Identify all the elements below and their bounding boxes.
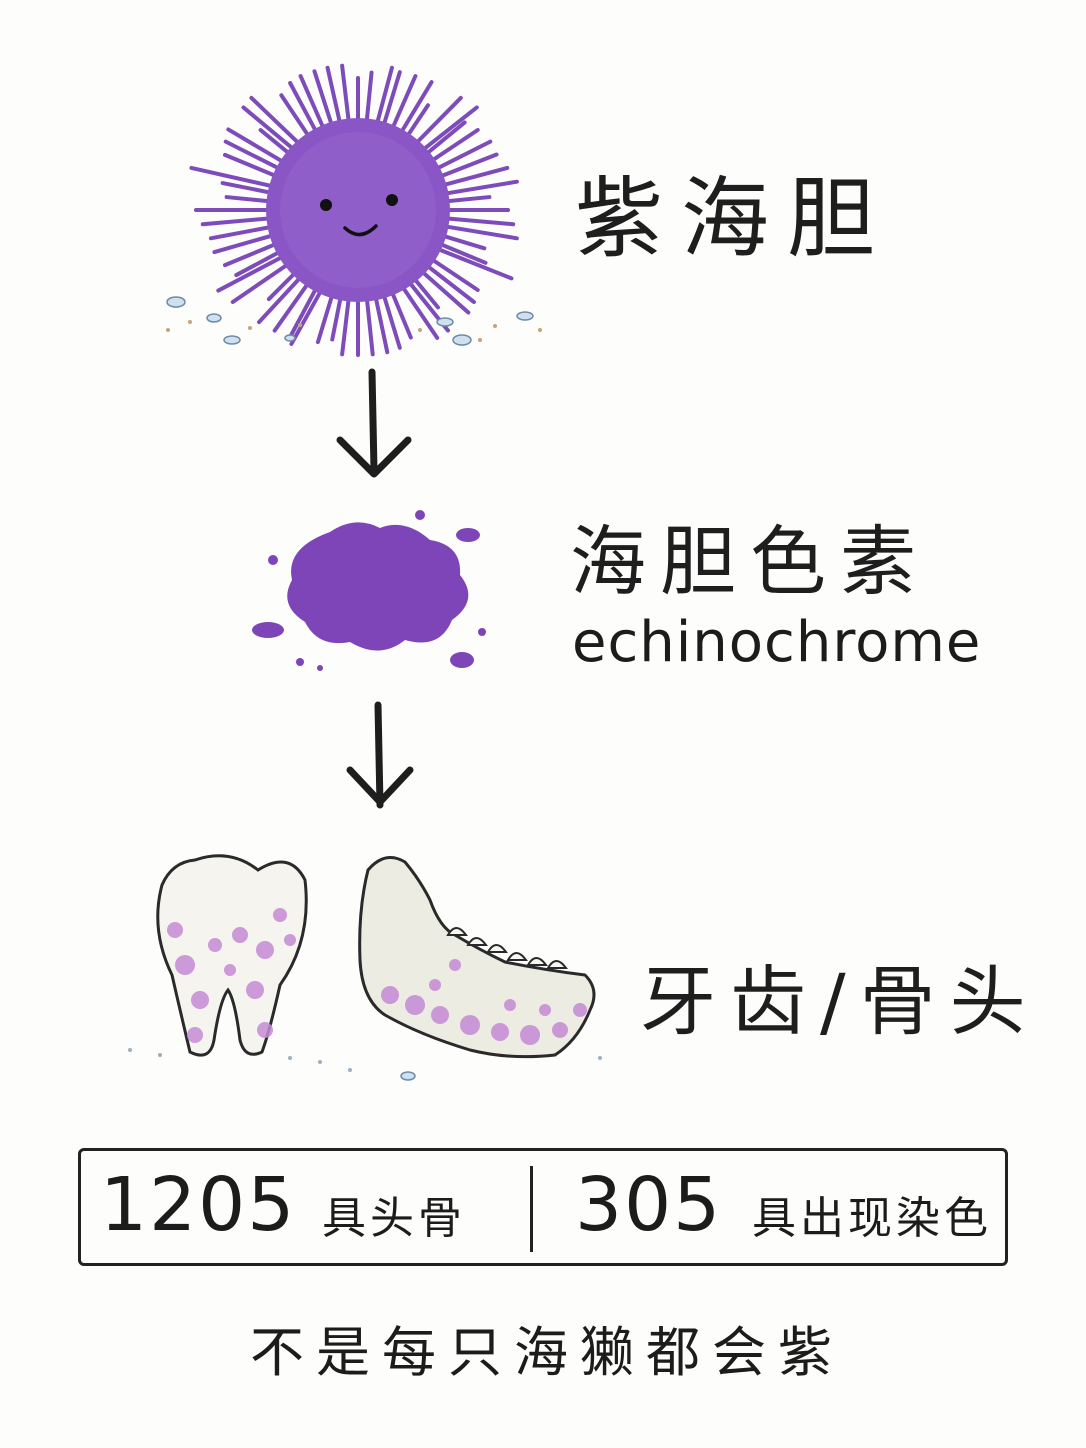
sea-urchin-icon [166, 63, 542, 357]
stat-skulls-count: 1205 [100, 1162, 297, 1248]
step-title-teeth-bones: 牙齿/骨头 [640, 957, 1040, 1046]
down-arrow-icon [336, 368, 412, 478]
footer-caption: 不是每只海獭都会紫 [250, 1321, 844, 1384]
tooth-icon [156, 854, 308, 1057]
stat-stained-label: 具出现染色 [752, 1193, 992, 1244]
jawbone-icon [128, 856, 602, 1081]
down-arrow-icon [346, 701, 414, 809]
stats-divider [530, 1166, 533, 1252]
step-subtitle-pigment: echinochrome [572, 610, 982, 675]
step-title-pigment: 海胆色素 [570, 517, 930, 606]
stat-stained-count: 305 [575, 1162, 723, 1248]
step-title-sea-urchin: 紫海胆 [575, 167, 894, 270]
stat-skulls-label: 具头骨 [322, 1193, 466, 1244]
stats-box [78, 1148, 1008, 1266]
pigment-splash-icon [252, 510, 486, 671]
